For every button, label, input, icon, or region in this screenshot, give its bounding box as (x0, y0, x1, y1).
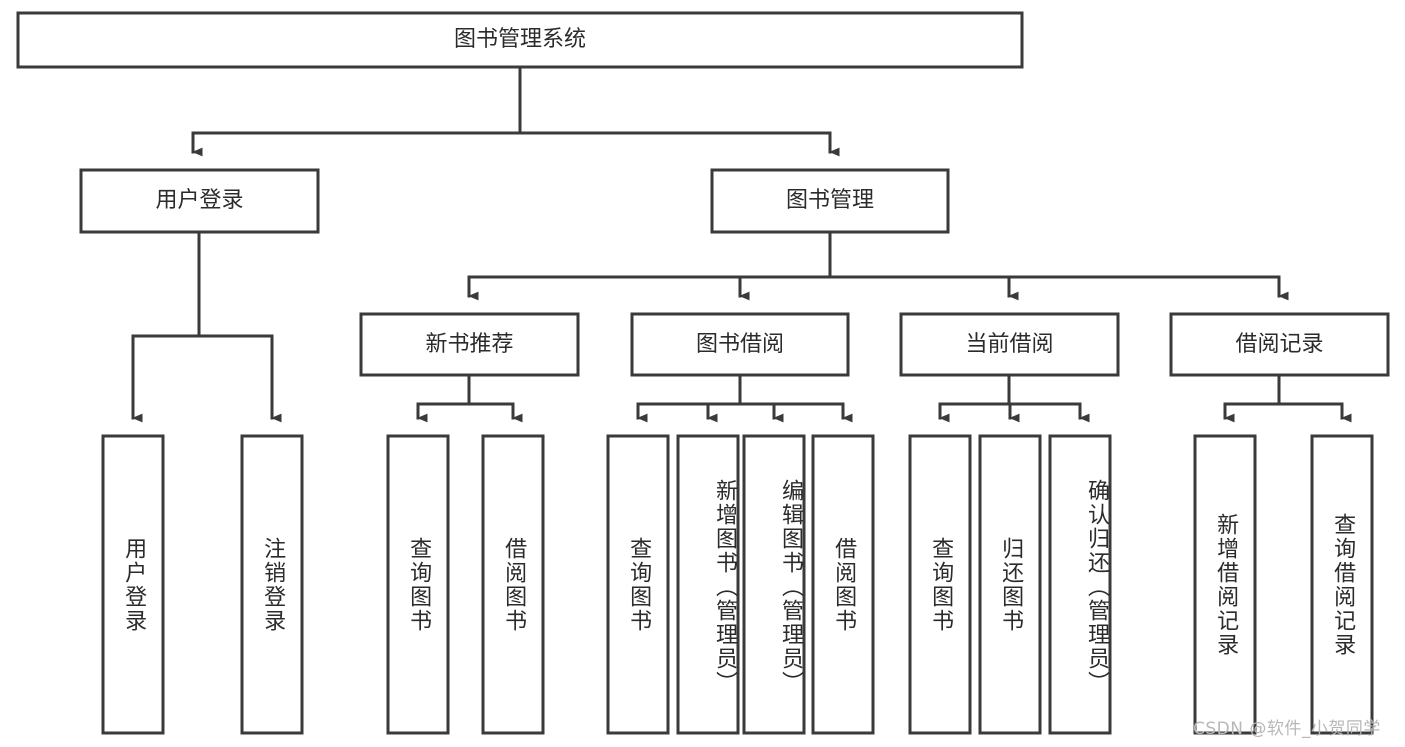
node-box-leaf-query-book-cur[interactable] (908, 434, 972, 735)
node-box-current-borrow[interactable] (899, 312, 1120, 377)
node-box-leaf-confirm-return[interactable] (1048, 434, 1112, 735)
node-boxes (16, 11, 1390, 735)
connector-root-to-level2 (191, 65, 840, 157)
connector-new-book-recommend-to-leaves (416, 373, 523, 423)
node-box-leaf-borrow-book-rec[interactable] (481, 434, 545, 735)
csdn-watermark: CSDN @软件_小贺同学 (1193, 719, 1381, 739)
connector-book-manage-to-level3 (467, 230, 1289, 301)
node-box-book-borrow[interactable] (630, 312, 850, 377)
node-box-leaf-query-record[interactable] (1310, 434, 1374, 735)
node-box-borrow-record[interactable] (1169, 312, 1390, 377)
node-box-leaf-borrow-book-bor[interactable] (811, 434, 875, 735)
node-box-leaf-edit-book[interactable] (742, 434, 806, 735)
node-box-leaf-return-book[interactable] (978, 434, 1042, 735)
node-box-new-book-recommend[interactable] (359, 312, 580, 377)
node-box-leaf-add-record[interactable] (1193, 434, 1257, 735)
connector-user-login-to-leaves (131, 230, 282, 423)
node-box-leaf-query-book-rec[interactable] (386, 434, 450, 735)
node-box-leaf-logout[interactable] (240, 434, 304, 735)
node-box-book-manage[interactable] (710, 168, 950, 234)
connector-borrow-record-to-leaves (1223, 373, 1352, 423)
connector-current-borrow-to-leaves (938, 373, 1090, 423)
node-box-leaf-query-book-bor[interactable] (606, 434, 670, 735)
node-box-leaf-add-book[interactable] (676, 434, 740, 735)
node-box-user-login[interactable] (79, 168, 320, 234)
node-box-root[interactable] (16, 11, 1024, 69)
node-box-leaf-user-login[interactable] (101, 434, 165, 735)
connector-book-borrow-to-leaves (636, 373, 853, 423)
